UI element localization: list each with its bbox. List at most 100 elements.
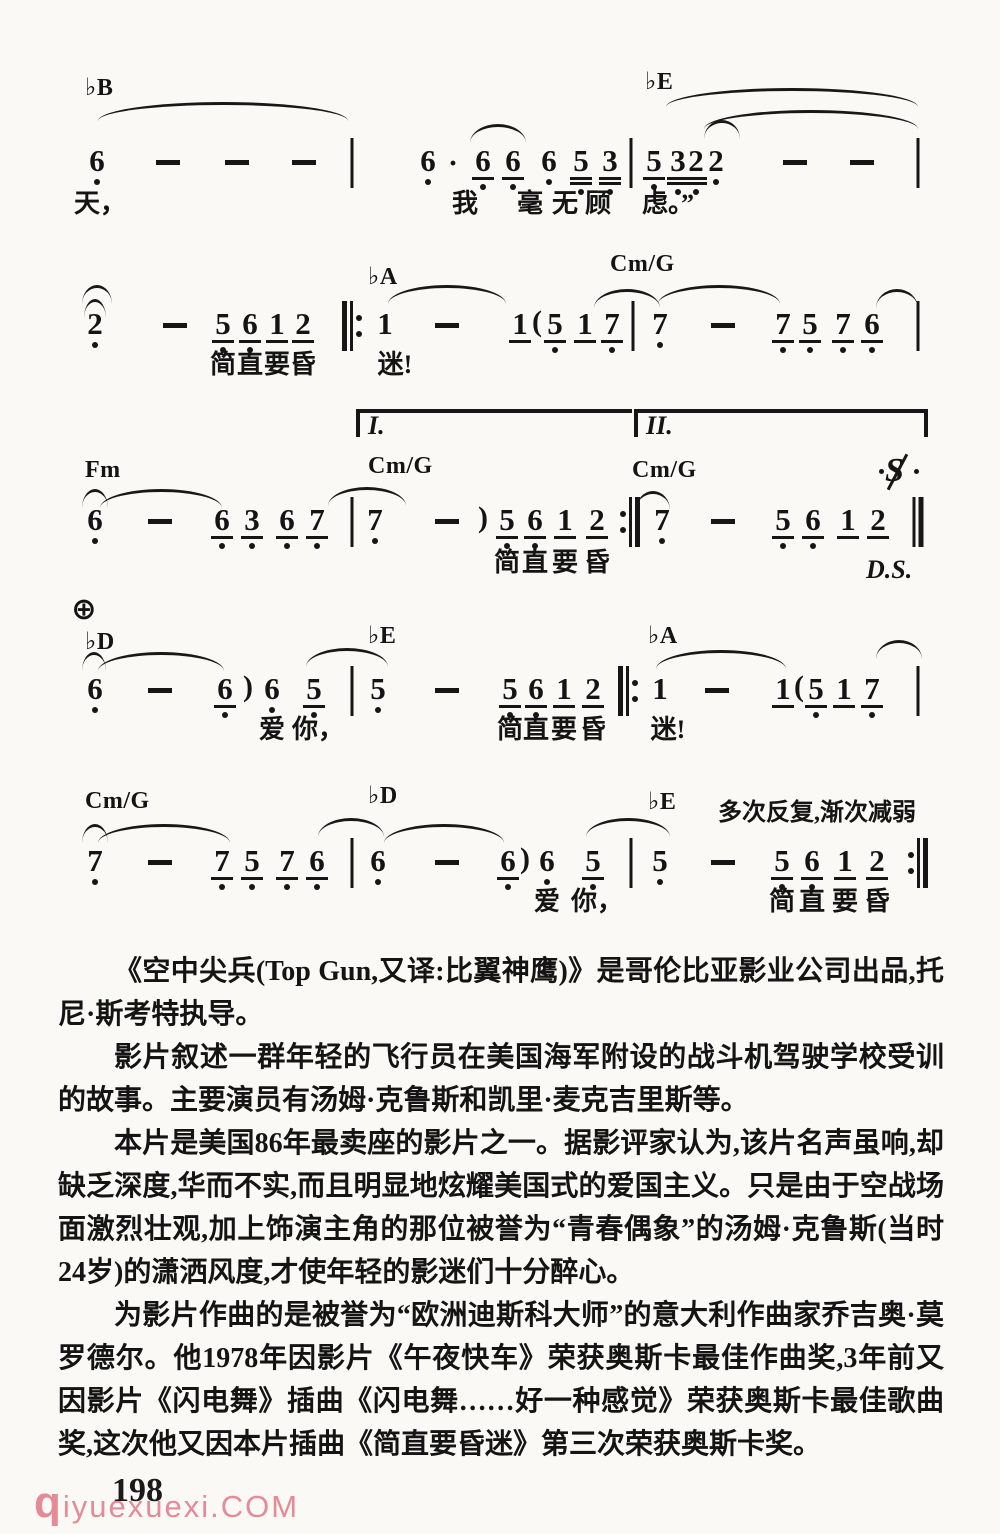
barline <box>916 301 920 351</box>
lyric-text: 昏 <box>289 350 317 379</box>
paragraph-composer: 为影片作曲的是被誉为“欧洲迪斯科大师”的意大利作曲家乔吉奥·莫罗德尔。他1978… <box>58 1300 944 1460</box>
slur-tie <box>876 640 922 659</box>
lyric-text: 简 <box>768 887 796 916</box>
note: 6 <box>275 504 299 549</box>
note: 5 <box>498 673 522 718</box>
lyric-text: 要 <box>551 548 579 577</box>
note: 7 <box>83 845 107 885</box>
note: 2 <box>581 673 605 708</box>
slur-tie <box>82 824 108 843</box>
note: 6 <box>305 845 329 890</box>
note: 6 <box>85 145 109 185</box>
note: 7 <box>650 504 674 544</box>
paragraph-review: 本片是美国86年最卖座的影片之一。据影评家认为,该片名声虽响,却缺乏深度,华而不… <box>58 1128 944 1288</box>
slur-tie <box>98 102 348 121</box>
lyric-text: 迷! <box>377 350 413 379</box>
volta-bracket: II. <box>634 409 928 440</box>
lyric-text: 顾 <box>584 189 612 218</box>
dal-segno-text: D.S. <box>866 555 913 584</box>
rest-dash <box>850 160 874 165</box>
note: 1 <box>553 504 577 539</box>
phrase-paren: ( <box>532 305 542 338</box>
rest-dash <box>435 323 459 328</box>
chord-label: Fm <box>85 457 121 483</box>
note: 2 <box>684 145 708 195</box>
slur-tie <box>82 285 112 304</box>
slur-tie <box>306 648 388 667</box>
note: 5 <box>366 673 390 713</box>
note: 5 <box>543 308 567 353</box>
lyric-text: 直 <box>522 715 550 744</box>
note: 1 <box>265 308 289 343</box>
slur-tie <box>82 489 108 508</box>
rest-dash <box>435 860 459 865</box>
note: 7 <box>831 308 855 353</box>
barline <box>916 666 920 716</box>
note: 6 <box>801 504 825 549</box>
note: 7 <box>771 308 795 353</box>
description-text: 《空中尖兵(Top Gun,又译:比翼神鹰)》是哥伦比亚影业公司出品,托尼·斯考… <box>58 950 944 1466</box>
note: 7 <box>600 308 624 353</box>
final-barline <box>912 497 924 547</box>
rest-dash <box>783 160 807 165</box>
slur-tie <box>100 489 222 508</box>
slur-tie <box>388 285 506 304</box>
note: 5 <box>798 308 822 353</box>
note: 7 <box>210 845 234 890</box>
volta-label: II. <box>646 411 673 440</box>
barline <box>629 138 633 188</box>
note: 5 <box>211 308 235 353</box>
note: 1 <box>552 673 576 708</box>
barline <box>350 838 354 888</box>
note: 5 <box>569 145 593 195</box>
lyric-text: 迷! <box>650 715 686 744</box>
rest-dash <box>711 323 735 328</box>
phrase-paren: ) <box>243 670 253 703</box>
dynamics-text: 多次反复,渐次减弱 <box>718 800 916 826</box>
chord-label: ♭A <box>648 623 678 649</box>
note: 2 <box>866 504 890 539</box>
rest-dash <box>156 160 180 165</box>
volta-bracket: I. <box>356 409 632 440</box>
rest-dash <box>292 160 316 165</box>
slur-tie <box>658 285 780 304</box>
paragraph-film-intro: 《空中尖兵(Top Gun,又译:比翼神鹰)》是哥伦比亚影业公司出品,托尼·斯考… <box>58 956 944 1030</box>
lyric-text: 昏 <box>579 715 607 744</box>
lyric-text: 要 <box>831 887 859 916</box>
note: 5 <box>770 845 794 890</box>
lyric-text: 简 <box>496 715 524 744</box>
chord-label: Cm/G <box>610 251 675 277</box>
note: 2 <box>83 308 107 348</box>
lyric-text: 你， <box>570 887 624 916</box>
lyric-text: 无 <box>551 189 579 218</box>
repeat-begin <box>342 301 362 351</box>
note: 7 <box>275 845 299 890</box>
rest-dash <box>435 519 459 524</box>
note: 5 <box>581 845 605 890</box>
note: 7 <box>305 504 329 549</box>
barline <box>350 666 354 716</box>
volta-label: I. <box>368 411 385 440</box>
segno-icon: S <box>879 454 919 491</box>
chord-label: ♭B <box>85 75 114 101</box>
barline <box>916 138 920 188</box>
lyric-text: 要 <box>550 715 578 744</box>
note: 1 <box>508 308 532 343</box>
slur-tie <box>666 88 918 107</box>
note: 5 <box>804 673 828 718</box>
chord-label: Cm/G <box>368 453 433 479</box>
slur-tie <box>656 650 786 669</box>
note: 6 <box>535 845 559 885</box>
note: 6 <box>83 673 107 713</box>
note: 6 <box>800 845 824 890</box>
note: 5 <box>642 145 666 190</box>
note: 1 <box>833 845 857 880</box>
note: 1 <box>832 673 856 708</box>
slur-tie <box>98 652 224 671</box>
rest-dash <box>711 860 735 865</box>
rest-dash <box>148 688 172 693</box>
